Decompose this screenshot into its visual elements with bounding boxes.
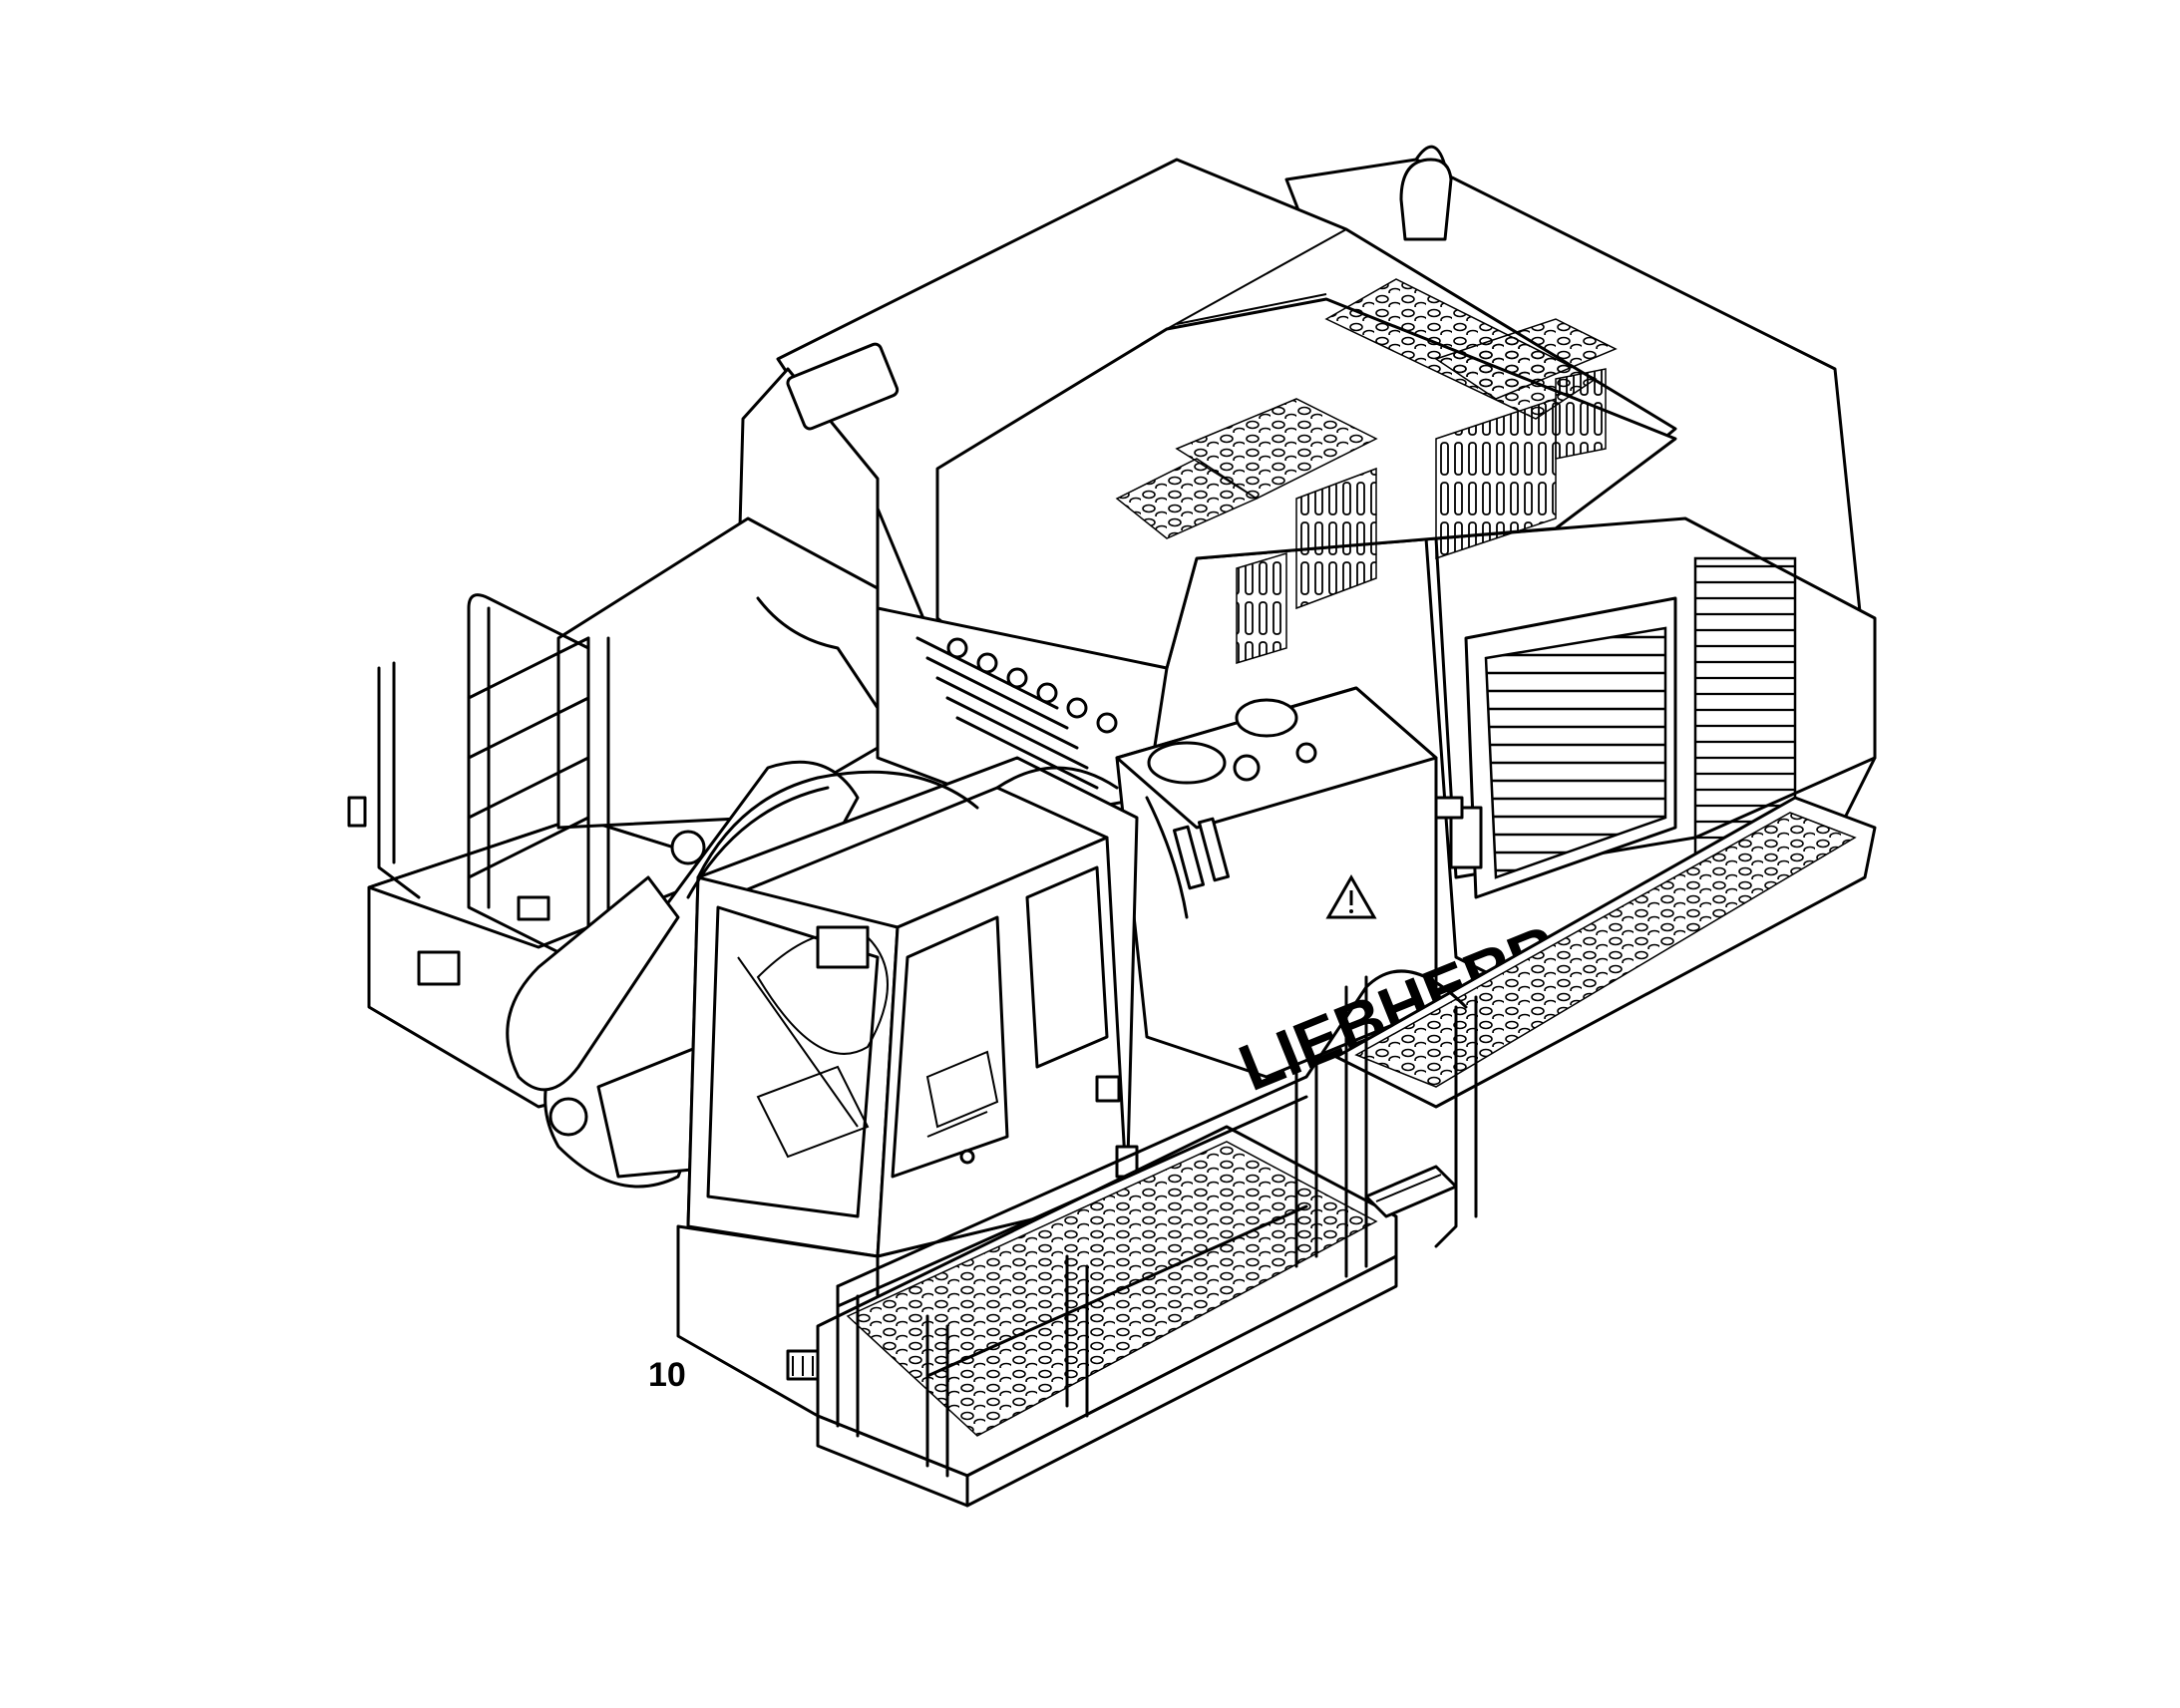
front-handrail — [836, 969, 1478, 1478]
warning-triangle-icon — [1325, 873, 1377, 919]
engine-hood — [736, 158, 1677, 700]
front-walkway — [816, 1125, 1398, 1508]
hoses — [686, 596, 1189, 919]
access-step — [1364, 1165, 1458, 1218]
callout-label: 10 — [648, 1356, 686, 1394]
right-walkway — [1334, 796, 1877, 1109]
left-handrail — [347, 593, 610, 969]
